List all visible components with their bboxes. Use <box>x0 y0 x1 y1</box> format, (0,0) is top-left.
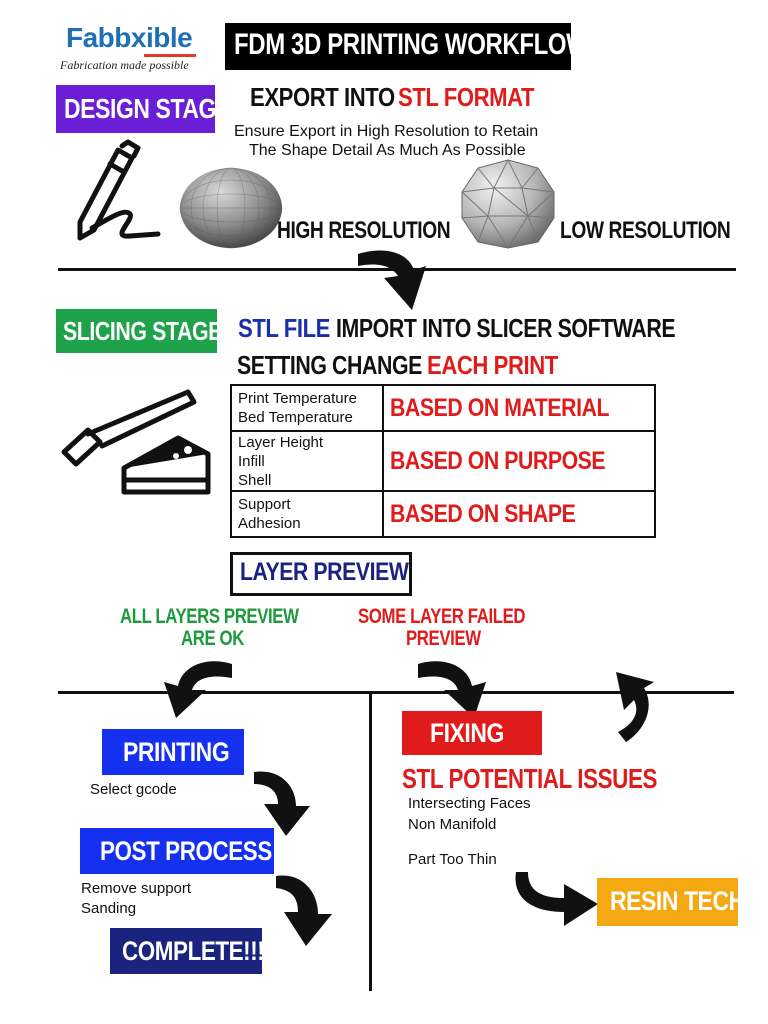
fixing-badge <box>402 711 542 755</box>
preview-fail-line2: PREVIEW <box>406 627 481 650</box>
settings-items: Layer Height Infill Shell <box>229 430 385 492</box>
settings-row: Support Adhesion BASED ON SHAPE <box>229 490 656 538</box>
preview-ok-line1: ALL LAYERS PREVIEW <box>120 605 299 628</box>
design-stage-badge <box>56 85 215 133</box>
settings-table: Print Temperature Bed Temperature BASED … <box>229 384 656 538</box>
complete-label: COMPLETE!!! <box>122 936 265 966</box>
settings-row: Print Temperature Bed Temperature BASED … <box>229 384 656 432</box>
settings-items: Support Adhesion <box>229 490 385 538</box>
high-resolution-label: HIGH RESOLUTION <box>277 217 451 244</box>
export-note-line1: Ensure Export in High Resolution to Reta… <box>234 123 539 140</box>
slicing-stage-label: SLICING STAGE <box>63 316 222 346</box>
setting-item: Layer Height <box>238 433 324 451</box>
import-text: IMPORT INTO SLICER SOFTWARE <box>336 313 676 343</box>
printing-badge <box>102 729 244 775</box>
title-bar <box>225 23 571 70</box>
basis-label: BASED ON PURPOSE <box>390 446 606 475</box>
post-process-badge <box>80 828 274 874</box>
curved-arrow-left-down-icon <box>164 661 232 718</box>
basis-label: BASED ON SHAPE <box>390 499 576 528</box>
logo: Fabbxible Fabrication made possible <box>60 22 210 74</box>
slicing-stage-badge <box>56 309 217 353</box>
low-resolution-sphere-icon <box>461 158 555 249</box>
setting-item: Bed Temperature <box>238 409 353 426</box>
post-process-note1: Remove support <box>81 880 192 897</box>
issue-item: Part Too Thin <box>408 851 497 868</box>
logo-tagline: Fabrication made possible <box>60 58 189 72</box>
printing-note: Select gcode <box>90 781 177 798</box>
issues-title: STL POTENTIAL ISSUES <box>402 763 658 794</box>
post-process-label: POST PROCESS <box>100 836 272 866</box>
curved-arrow-right-down-icon <box>418 661 486 718</box>
export-format: STL FORMAT <box>398 82 535 112</box>
post-process-note2: Sanding <box>81 900 137 917</box>
curved-arrow-down-icon <box>358 250 426 310</box>
high-resolution-sphere-icon <box>179 167 283 249</box>
setting-item: Infill <box>238 452 265 470</box>
setting-change-label: SETTING CHANGE <box>237 350 422 380</box>
curved-arrow-down-icon <box>276 875 332 946</box>
setting-item: Support <box>238 496 291 513</box>
setting-item: Shell <box>238 471 272 489</box>
basis-label: BASED ON MATERIAL <box>390 393 610 422</box>
issue-item: Intersecting Faces <box>408 795 531 812</box>
preview-ok-line2: ARE OK <box>181 627 244 650</box>
page-title: FDM 3D PRINTING WORKFLOW <box>234 28 589 61</box>
knife-cake-icon <box>61 389 211 495</box>
divider-preview <box>58 691 734 694</box>
preview-fail-line1: SOME LAYER FAILED <box>358 605 526 628</box>
divider-vertical <box>369 691 372 991</box>
settings-row: Layer Height Infill Shell BASED ON PURPO… <box>229 430 656 492</box>
settings-basis: BASED ON PURPOSE <box>382 430 656 492</box>
low-resolution-label: LOW RESOLUTION <box>560 217 731 244</box>
resin-tech-label: RESIN TECH <box>610 886 745 916</box>
layer-preview-label: LAYER PREVIEW <box>240 558 409 586</box>
settings-basis: BASED ON SHAPE <box>382 490 656 538</box>
complete-badge <box>110 928 262 974</box>
export-note-line2: The Shape Detail As Much As Possible <box>249 142 526 159</box>
setting-item: Print Temperature <box>238 390 357 407</box>
logo-brand: Fabbxible <box>66 22 193 53</box>
resin-tech-badge <box>597 878 738 926</box>
design-stage-label: DESIGN STAGE <box>64 93 231 124</box>
layer-preview-box <box>230 552 412 596</box>
printing-label: PRINTING <box>123 737 230 767</box>
pencil-icon <box>77 139 161 241</box>
issue-item: Non Manifold <box>408 816 497 833</box>
settings-basis: BASED ON MATERIAL <box>382 384 656 432</box>
curved-arrow-up-icon <box>616 672 654 742</box>
logo-underline <box>144 54 196 57</box>
stl-file-label: STL FILE <box>238 313 330 343</box>
curved-arrow-down-icon <box>254 771 310 836</box>
setting-item: Adhesion <box>238 515 301 532</box>
settings-items: Print Temperature Bed Temperature <box>229 384 385 432</box>
export-prefix: EXPORT INTO <box>250 82 395 112</box>
curved-arrow-right-icon <box>515 872 598 926</box>
each-print-label: EACH PRINT <box>427 350 558 380</box>
fixing-label: FIXING <box>430 718 504 748</box>
